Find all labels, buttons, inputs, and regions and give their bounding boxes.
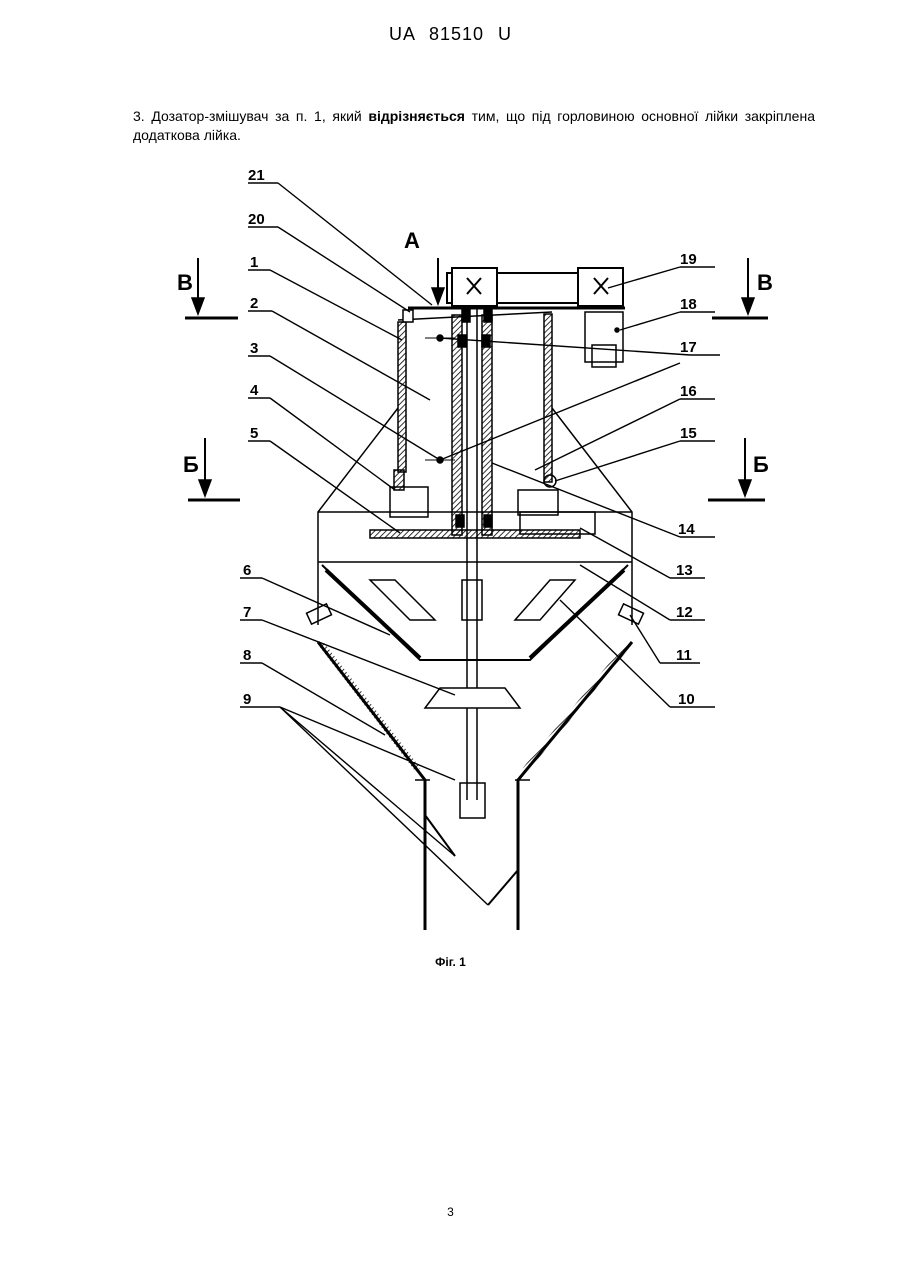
callout-16: 16 [680, 383, 697, 400]
document-header: UA 81510 U [0, 24, 901, 45]
callout-8: 8 [243, 647, 251, 664]
callout-10: 10 [678, 691, 695, 708]
technical-drawing: А В В Б Б 21 20 1 2 3 4 5 6 7 8 9 19 18 … [0, 160, 901, 950]
claim-text-prefix: 3. Дозатор-змішувач за п. 1, який [133, 108, 368, 124]
callout-3: 3 [250, 340, 258, 357]
callout-20: 20 [248, 211, 265, 228]
callout-6: 6 [243, 562, 251, 579]
blades [425, 815, 518, 905]
upper-hopper [398, 310, 552, 482]
callout-13: 13 [676, 562, 693, 579]
claim-paragraph: 3. Дозатор-змішувач за п. 1, який відріз… [133, 107, 815, 145]
callout-21: 21 [248, 167, 265, 184]
page-number: 3 [0, 1205, 901, 1219]
claim-text-bold: відрізняється [368, 108, 465, 124]
section-mark-b-left [185, 258, 238, 318]
callout-7: 7 [243, 604, 251, 621]
callout-18: 18 [680, 296, 697, 313]
label-section-v-left: Б [183, 452, 199, 477]
callout-14: 14 [678, 521, 695, 538]
label-section-b-right: В [757, 270, 773, 295]
label-section-v-right: Б [753, 452, 769, 477]
callout-11: 11 [676, 647, 692, 664]
dosing-disk [370, 530, 580, 538]
callout-2: 2 [250, 295, 258, 312]
motor [585, 312, 623, 367]
label-section-a: А [404, 228, 420, 253]
central-shaft [452, 305, 492, 800]
figure-caption: Фіг. 1 [0, 955, 901, 969]
callout-19: 19 [680, 251, 697, 268]
mixing-funnel [322, 565, 628, 660]
callout-1: 1 [250, 254, 258, 271]
callout-9: 9 [243, 691, 251, 708]
distributor-cone [425, 688, 520, 708]
callout-5: 5 [250, 425, 258, 442]
label-section-b-left: В [177, 270, 193, 295]
callout-12: 12 [676, 604, 693, 621]
lower-funnel [318, 642, 632, 930]
outer-cone [318, 408, 632, 625]
callout-17: 17 [680, 339, 697, 356]
section-mark-a [432, 258, 444, 304]
callout-15: 15 [680, 425, 697, 442]
callout-4: 4 [250, 382, 259, 399]
